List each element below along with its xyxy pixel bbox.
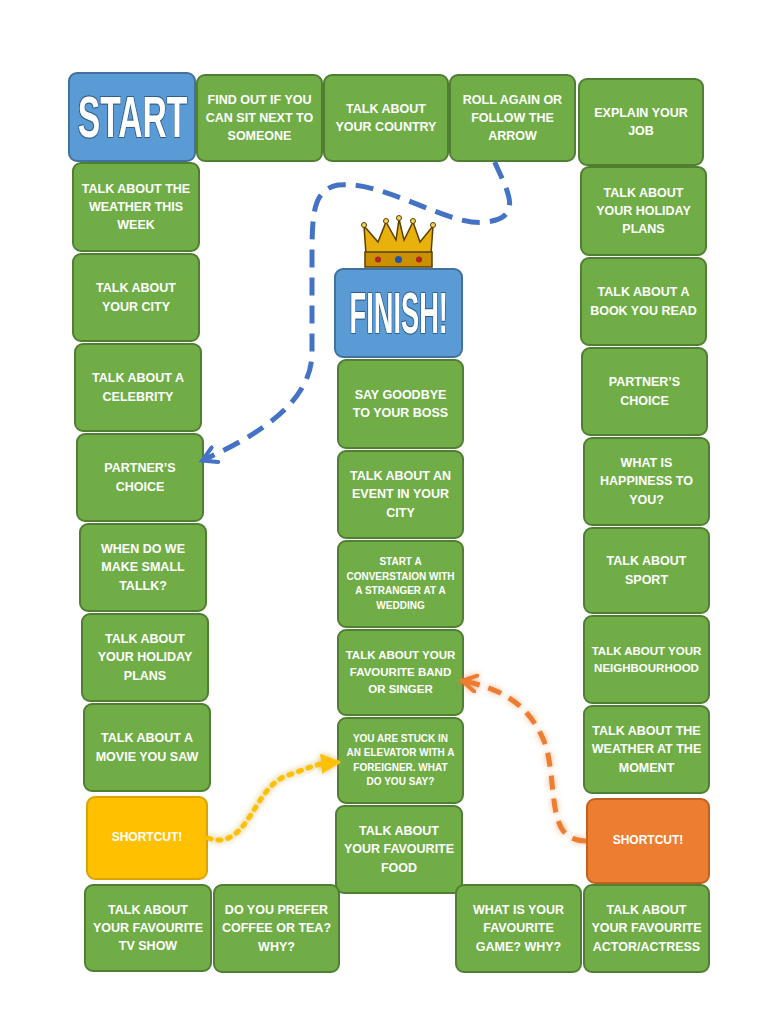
game-square: WHAT IS HAPPINESS TO YOU?	[583, 437, 710, 526]
square-text: TALK ABOUT THE WEATHER AT THE MOMENT	[591, 722, 702, 776]
game-square: TALK ABOUT THE WEATHER THIS WEEK	[72, 162, 200, 252]
square-text: YOU ARE STUCK IN AN ELEVATOR WITH A FORE…	[345, 732, 456, 790]
square-text: WHAT IS HAPPINESS TO YOU?	[591, 454, 702, 508]
square-text: PARTNER’S CHOICE	[84, 459, 196, 495]
game-square: TALK ABOUT SPORT	[583, 527, 710, 614]
game-square: TALK ABOUT YOUR NEIGHBOURHOOD	[583, 615, 710, 704]
shortcut-square: SHORTCUT!	[586, 798, 710, 884]
square-text: SHORTCUT!	[613, 832, 684, 849]
game-square: TALK ABOUT THE WEATHER AT THE MOMENT	[583, 705, 710, 794]
game-square: TALK ABOUT A CELEBRITY	[74, 343, 202, 432]
square-text: PARTNER’S CHOICE	[589, 373, 700, 409]
square-title: FINISH!	[349, 284, 447, 342]
finish-square: FINISH!	[334, 268, 463, 358]
square-text: TALK ABOUT YOUR FAVOURITE FOOD	[343, 822, 455, 876]
game-square: TALK ABOUT YOUR COUNTRY	[323, 74, 449, 162]
square-text: TALK ABOUT A MOVIE YOU SAW	[91, 729, 203, 765]
square-text: TALK ABOUT THE WEATHER THIS WEEK	[80, 180, 192, 234]
square-text: TALK ABOUT YOUR FAVOURITE ACTOR/ACTRESS	[591, 901, 702, 955]
game-square: TALK ABOUT YOUR FAVOURITE BAND OR SINGER	[337, 629, 464, 716]
game-square: WHAT IS YOUR FAVOURITE GAME? WHY?	[455, 884, 582, 973]
game-square: TALK ABOUT A BOOK YOU READ	[580, 257, 707, 346]
game-square: TALK ABOUT YOUR FAVOURITE ACTOR/ACTRESS	[583, 884, 710, 973]
crown-gem	[395, 256, 402, 263]
game-square: TALK ABOUT YOUR FAVOURITE FOOD	[335, 805, 463, 894]
square-text: TALK ABOUT YOUR NEIGHBOURHOOD	[591, 643, 702, 676]
square-text: TALK ABOUT A BOOK YOU READ	[588, 283, 699, 319]
crown-band	[365, 252, 432, 267]
crown-tip	[397, 216, 402, 221]
square-text: ROLL AGAIN OR FOLLOW THE ARROW	[457, 91, 568, 145]
square-text: TALK ABOUT YOUR COUNTRY	[331, 100, 441, 136]
game-square: TALK ABOUT YOUR HOLIDAY PLANS	[580, 166, 707, 256]
game-square: WHEN DO WE MAKE SMALL TALLK?	[79, 523, 207, 612]
crown	[362, 216, 436, 268]
shortcut-arrow	[464, 681, 586, 841]
game-square: ROLL AGAIN OR FOLLOW THE ARROW	[449, 74, 576, 162]
square-text: TALK ABOUT A CELEBRITY	[82, 369, 194, 405]
square-text: SHORTCUT!	[112, 829, 183, 846]
square-text: FIND OUT IF YOU CAN SIT NEXT TO SOMEONE	[204, 91, 315, 145]
square-text: TALK ABOUT YOUR CITY	[80, 279, 192, 315]
game-square: TALK ABOUT YOUR FAVOURITE TV SHOW	[84, 884, 212, 972]
start-square: START	[68, 72, 196, 162]
square-text: TALK ABOUT YOUR HOLIDAY PLANS	[588, 184, 699, 238]
crown-body	[364, 219, 433, 254]
shortcut-arrow	[204, 162, 510, 460]
square-text: TALK ABOUT YOUR HOLIDAY PLANS	[89, 630, 201, 684]
game-square: YOU ARE STUCK IN AN ELEVATOR WITH A FORE…	[337, 717, 464, 804]
game-square: SAY GOODBYE TO YOUR BOSS	[337, 359, 464, 449]
game-square: TALK ABOUT YOUR CITY	[72, 253, 200, 342]
square-text: EXPLAIN YOUR JOB	[586, 104, 696, 140]
square-text: WHAT IS YOUR FAVOURITE GAME? WHY?	[463, 901, 574, 955]
game-square: DO YOU PREFER COFFEE OR TEA? WHY?	[213, 884, 340, 973]
square-text: TALK ABOUT YOUR FAVOURITE TV SHOW	[92, 901, 204, 955]
square-text: TALK ABOUT SPORT	[591, 552, 702, 588]
game-square: TALK ABOUT AN EVENT IN YOUR CITY	[337, 450, 464, 539]
square-title: START	[77, 88, 187, 146]
shortcut-arrow	[208, 762, 337, 840]
crown-tip	[362, 223, 367, 228]
square-text: TALK ABOUT YOUR FAVOURITE BAND OR SINGER	[345, 647, 456, 697]
square-text: TALK ABOUT AN EVENT IN YOUR CITY	[345, 467, 456, 521]
game-square: PARTNER’S CHOICE	[76, 433, 204, 522]
game-square: TALK ABOUT A MOVIE YOU SAW	[83, 703, 211, 792]
game-square: PARTNER’S CHOICE	[581, 347, 708, 436]
shortcut-square: SHORTCUT!	[86, 796, 208, 880]
game-square: START A CONVERSTAION WITH A STRANGER AT …	[337, 540, 464, 628]
square-text: WHEN DO WE MAKE SMALL TALLK?	[87, 540, 199, 594]
game-square: TALK ABOUT YOUR HOLIDAY PLANS	[81, 613, 209, 702]
crown-gem	[375, 257, 381, 263]
crown-gem	[416, 257, 422, 263]
crown-tip	[411, 219, 416, 224]
crown-tip	[384, 219, 389, 224]
game-square: FIND OUT IF YOU CAN SIT NEXT TO SOMEONE	[196, 74, 323, 162]
square-text: DO YOU PREFER COFFEE OR TEA? WHY?	[221, 901, 332, 955]
square-text: SAY GOODBYE TO YOUR BOSS	[345, 386, 456, 422]
game-square: EXPLAIN YOUR JOB	[578, 78, 704, 166]
crown-tip	[431, 223, 436, 228]
square-text: START A CONVERSTAION WITH A STRANGER AT …	[345, 555, 456, 613]
